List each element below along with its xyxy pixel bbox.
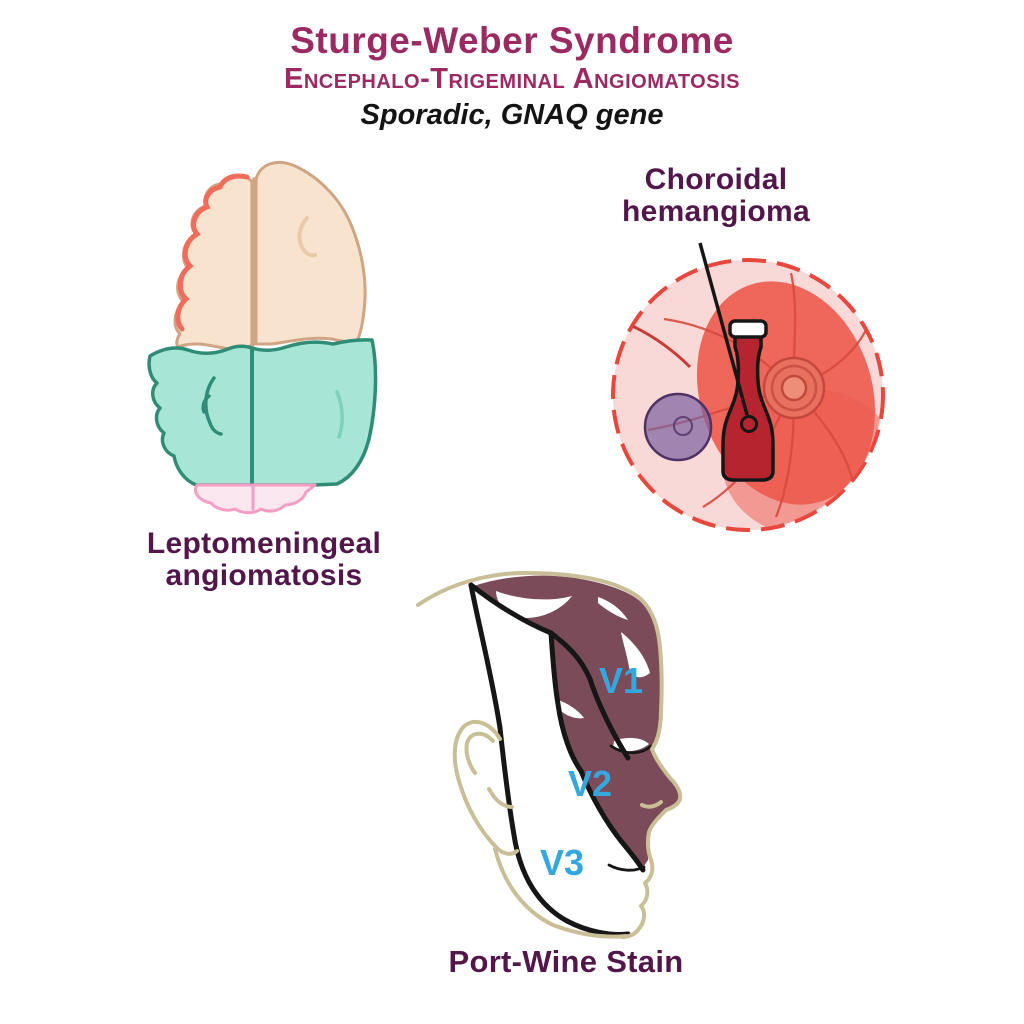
face-outline <box>416 571 683 939</box>
trigeminal-division-lines <box>468 582 646 937</box>
posterior-sulcus-left-branch <box>201 394 211 414</box>
port-wine-stain-area <box>471 575 680 866</box>
brain-midline-anterior <box>251 177 256 347</box>
stain-highlights <box>496 591 650 858</box>
eye-lash-line <box>609 744 653 755</box>
ear-outline <box>452 719 519 856</box>
page-title: Sturge-Weber Syndrome <box>290 20 734 61</box>
etiology-line: Sporadic, GNAQ gene <box>360 99 664 131</box>
leptomeningeal-angioma-highlight <box>175 173 250 332</box>
brain-caption-line2: angiomatosis <box>165 559 363 592</box>
posterior-sulcus-left <box>204 376 223 436</box>
v1-v2-boundary-line <box>548 630 631 761</box>
ear-lobe-curve <box>487 787 514 809</box>
fundus-illustration <box>611 242 885 532</box>
ketchup-bottle-icon <box>721 319 775 482</box>
dermatome-labels: V1 V2 V3 <box>540 660 643 883</box>
brain-posterior-lobes <box>147 338 378 487</box>
dermatome-label-v1: V1 <box>599 660 643 701</box>
scalp-boundary-line <box>468 582 631 937</box>
cerebellum <box>194 483 317 515</box>
eye-caption-line2: hemangioma <box>621 195 811 228</box>
face-illustration: V1 V2 V3 <box>416 571 683 939</box>
eye-caption: Choroidal hemangioma <box>566 164 866 228</box>
brain-illustration <box>147 161 378 515</box>
optic-disc <box>762 356 826 420</box>
caption-leader-line <box>698 242 751 423</box>
ear-helix <box>464 731 495 775</box>
header: Sturge-Weber Syndrome Encephalo-Trigemin… <box>0 20 1024 134</box>
dermatome-label-v2: V2 <box>568 763 612 804</box>
dermatome-label-v3: V3 <box>540 842 584 883</box>
leader-endpoint-marker <box>740 415 758 433</box>
posterior-sulcus-right <box>335 390 344 439</box>
bottle-cap <box>728 319 768 339</box>
brain-caption-line1: Leptomeningeal <box>146 527 382 560</box>
brain-caption: Leptomeningeal angiomatosis <box>114 528 414 592</box>
head-profile-outline <box>416 571 683 939</box>
nostril-curve <box>640 800 663 809</box>
page-subtitle: Encephalo-Trigeminal Angiomatosis <box>284 63 740 95</box>
eye-caption-line1: Choroidal <box>644 163 788 196</box>
face-caption: Port-Wine Stain <box>448 944 684 979</box>
frontal-sulcus <box>297 216 317 258</box>
macula <box>643 392 713 462</box>
v2-v3-boundary-line <box>468 582 646 873</box>
jaw-outline <box>493 847 628 939</box>
